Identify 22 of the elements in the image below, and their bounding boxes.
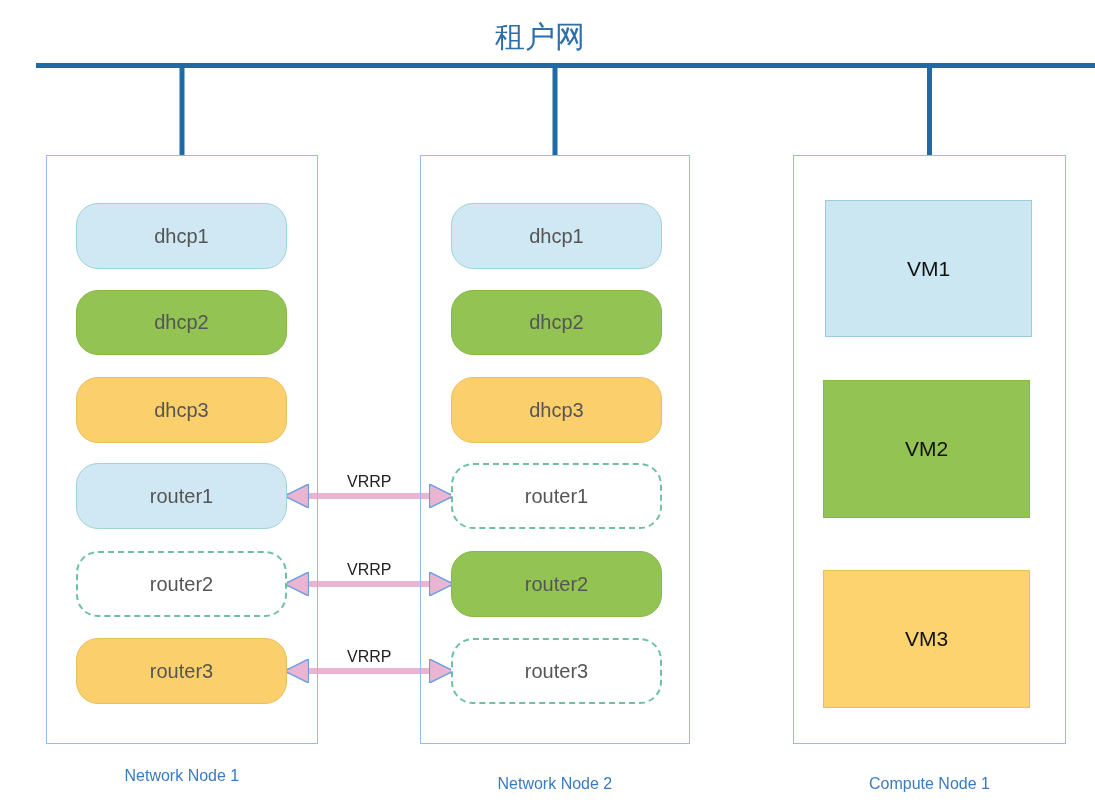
standby-pill: router3 — [451, 638, 662, 704]
connector-line — [552, 68, 558, 155]
host-label: Network Node 1 — [124, 767, 240, 785]
process-pill: dhcp1 — [76, 203, 287, 269]
host-label: Compute Node 1 — [869, 775, 990, 793]
vm-box: VM3 — [823, 570, 1030, 708]
standby-pill: router2 — [76, 551, 287, 617]
process-pill: router1 — [76, 463, 287, 529]
process-pill: router2 — [451, 551, 662, 617]
standby-pill: router1 — [451, 463, 662, 529]
connector-line — [179, 68, 185, 155]
process-pill: dhcp3 — [76, 377, 287, 443]
process-pill: router3 — [76, 638, 287, 704]
host-label: Network Node 2 — [497, 775, 613, 793]
process-pill: dhcp2 — [451, 290, 662, 355]
process-pill: dhcp1 — [451, 203, 662, 269]
vm-box: VM1 — [825, 200, 1032, 337]
vm-box: VM2 — [823, 380, 1030, 518]
connector-line — [927, 68, 932, 155]
network-label: 租户网 — [495, 19, 585, 55]
process-pill: dhcp3 — [451, 377, 662, 443]
process-pill: dhcp2 — [76, 290, 287, 355]
